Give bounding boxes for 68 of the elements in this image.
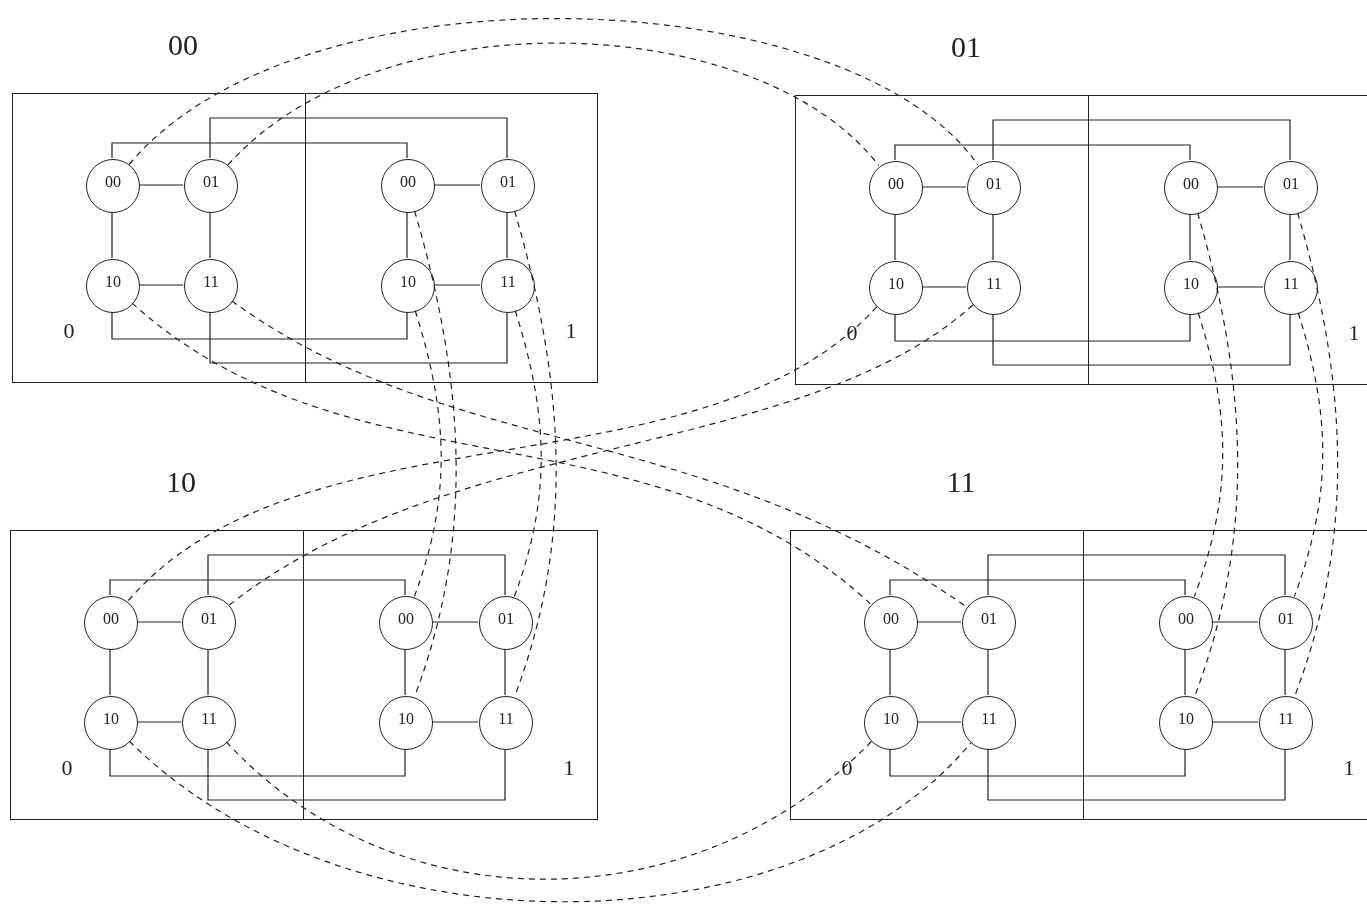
group-title: 01 bbox=[951, 30, 981, 64]
dashed-connector bbox=[225, 740, 872, 880]
connector-line bbox=[431, 721, 479, 723]
connector-line bbox=[433, 284, 481, 286]
connector-line bbox=[894, 213, 896, 261]
connector-line bbox=[894, 144, 1191, 161]
connector-line bbox=[138, 184, 184, 186]
connector-line bbox=[992, 213, 994, 261]
connector-line bbox=[138, 284, 184, 286]
partition-label: 1 bbox=[565, 318, 577, 344]
partition-label: 0 bbox=[63, 318, 75, 344]
connector-line bbox=[207, 748, 506, 801]
connector-line bbox=[504, 648, 506, 696]
connector-line bbox=[992, 313, 1291, 366]
dashed-connector bbox=[128, 18, 979, 166]
connector-line bbox=[987, 554, 1286, 596]
dashed-connector bbox=[513, 310, 542, 598]
connector-line bbox=[1211, 621, 1259, 623]
connector-line bbox=[1211, 721, 1259, 723]
connector-line bbox=[433, 184, 481, 186]
connector-line bbox=[506, 211, 508, 259]
connector-line bbox=[921, 186, 967, 188]
partition-label: 1 bbox=[1343, 755, 1355, 781]
dashed-connector bbox=[128, 740, 972, 903]
connector-line bbox=[111, 311, 408, 340]
group-title: 10 bbox=[166, 465, 196, 499]
connector-line bbox=[406, 211, 408, 259]
connector-line bbox=[207, 648, 209, 696]
connector-line bbox=[1216, 286, 1264, 288]
connector-line bbox=[111, 211, 113, 259]
dashed-connector bbox=[413, 310, 442, 598]
dashed-connector bbox=[227, 42, 880, 167]
partition-label: 1 bbox=[563, 755, 575, 781]
connector-line bbox=[992, 119, 1291, 161]
connector-line bbox=[921, 286, 967, 288]
connector-line bbox=[894, 313, 1191, 342]
connector-line bbox=[889, 748, 1186, 777]
connector-line bbox=[889, 579, 1186, 596]
connector-line bbox=[1189, 213, 1191, 261]
partition-label: 1 bbox=[1348, 320, 1360, 346]
connector-line bbox=[987, 648, 989, 696]
connector-line bbox=[209, 211, 211, 259]
connector-line bbox=[1184, 648, 1186, 696]
connector-line bbox=[109, 648, 111, 696]
connector-line bbox=[1284, 648, 1286, 696]
dashed-connector bbox=[1193, 312, 1224, 598]
connector-line bbox=[136, 621, 182, 623]
connector-line bbox=[209, 311, 508, 364]
connector-line bbox=[109, 748, 406, 777]
partition-label: 0 bbox=[61, 755, 73, 781]
dashed-connector bbox=[1293, 312, 1324, 598]
connector-line bbox=[404, 648, 406, 696]
connector-line bbox=[209, 117, 508, 159]
partition-label: 0 bbox=[841, 755, 853, 781]
connector-line bbox=[889, 648, 891, 696]
connector-line bbox=[431, 621, 479, 623]
connector-line bbox=[207, 554, 506, 596]
connector-line bbox=[1289, 213, 1291, 261]
group-title: 00 bbox=[168, 28, 198, 62]
connector-line bbox=[987, 748, 1286, 801]
connector-line bbox=[109, 579, 406, 596]
connector-line bbox=[916, 621, 962, 623]
connector-line bbox=[111, 142, 408, 159]
connector-line bbox=[136, 721, 182, 723]
partition-label: 0 bbox=[846, 320, 858, 346]
connector-line bbox=[916, 721, 962, 723]
group-title: 11 bbox=[946, 465, 976, 499]
connector-line bbox=[1216, 186, 1264, 188]
